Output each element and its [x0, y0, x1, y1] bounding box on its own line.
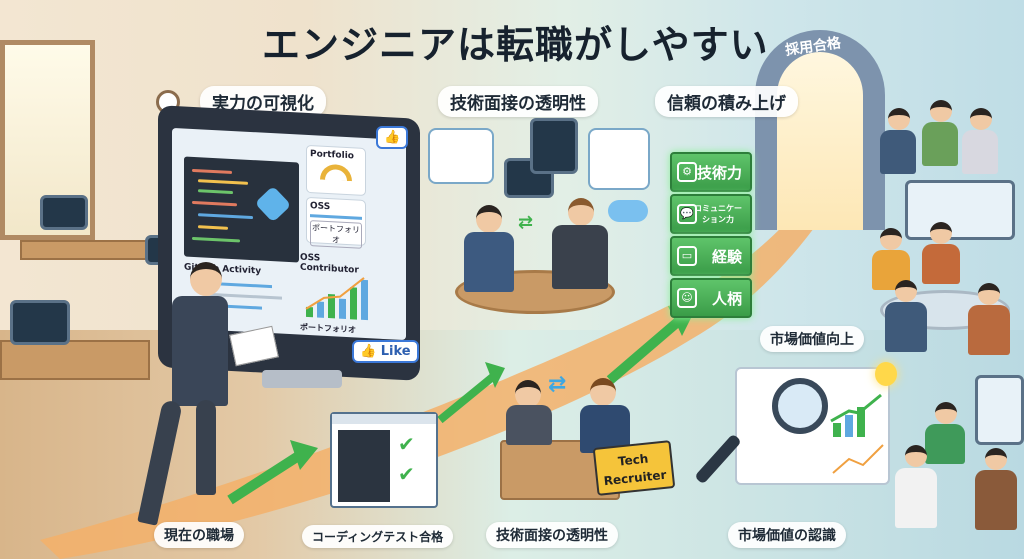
gear-icon: ⚙	[677, 162, 697, 182]
cloud-icon	[608, 200, 648, 222]
portfolio-title: Portfolio	[310, 149, 354, 162]
chat-icon: 💬	[677, 204, 697, 224]
team-dashboard	[905, 180, 1015, 240]
exchange-arrows-icon: ⇄	[548, 372, 567, 397]
chart-caption: ポートフォリオ	[300, 322, 356, 335]
magnifier-icon	[772, 378, 828, 434]
thumbs-up-bubble: 👍	[376, 126, 409, 149]
thumbs-up-icon: 👍	[360, 344, 377, 359]
like-badge: 👍 Like	[352, 340, 419, 363]
label-market-value-up: 市場価値向上	[760, 326, 864, 352]
network-bubble	[588, 128, 650, 190]
monitor-screen: Portfolio OSS ポートフォリオ GitHub Activity OS…	[172, 127, 406, 341]
oss-contributor-chart: OSS Contributor ポートフォリオ	[300, 253, 380, 337]
step-current-workplace: 現在の職場	[154, 522, 244, 548]
step-coding-test-passed: コーディングテスト合格	[302, 525, 454, 548]
office-desk	[0, 340, 150, 380]
oss-title: OSS	[310, 201, 331, 213]
portfolio-button[interactable]: ポートフォリオ	[310, 220, 362, 249]
exchange-arrows-icon: ⇄	[518, 212, 534, 233]
portfolio-card: Portfolio	[306, 144, 366, 197]
database-window	[530, 118, 578, 174]
check-icon: ✔	[398, 462, 415, 486]
portfolio-monitor: Portfolio OSS ポートフォリオ GitHub Activity OS…	[158, 105, 420, 381]
like-label: Like	[380, 344, 411, 359]
briefcase-icon: ▭	[677, 246, 697, 266]
page-title: エンジニアは転職がしやすい	[262, 23, 769, 67]
gauge-icon	[320, 163, 352, 182]
network-diagram-icon	[254, 185, 292, 223]
coding-test-window: ✔ ✔	[330, 412, 438, 508]
desk-monitor	[40, 195, 88, 230]
trust-block-skill: ⚙技術力	[670, 152, 752, 192]
growth-chart	[830, 393, 884, 474]
bar-chart	[305, 277, 368, 321]
team-monitor	[975, 375, 1024, 445]
people-icon: ☺	[677, 288, 697, 308]
desk-monitor	[10, 300, 70, 345]
flowchart-bubble	[428, 128, 494, 184]
hiring-gate-arch	[755, 30, 885, 230]
lightbulb-icon	[875, 362, 897, 386]
oss-card: OSS ポートフォリオ	[306, 196, 366, 249]
check-icon: ✔	[398, 432, 415, 456]
label-trust-building: 信頼の積み上げ	[655, 86, 798, 117]
step-technical-interview: 技術面接の透明性	[486, 522, 618, 548]
step-market-value-recognition: 市場価値の認識	[728, 522, 846, 548]
trust-block-communication: 💬コミュニケーション力	[670, 194, 752, 234]
monitor-stand	[262, 370, 342, 388]
label-interview-transparency: 技術面接の透明性	[438, 86, 598, 117]
trust-block-experience: ▭経験	[670, 236, 752, 276]
code-editor-panel	[184, 156, 299, 263]
trust-block-personality: ☺人柄	[670, 278, 752, 318]
